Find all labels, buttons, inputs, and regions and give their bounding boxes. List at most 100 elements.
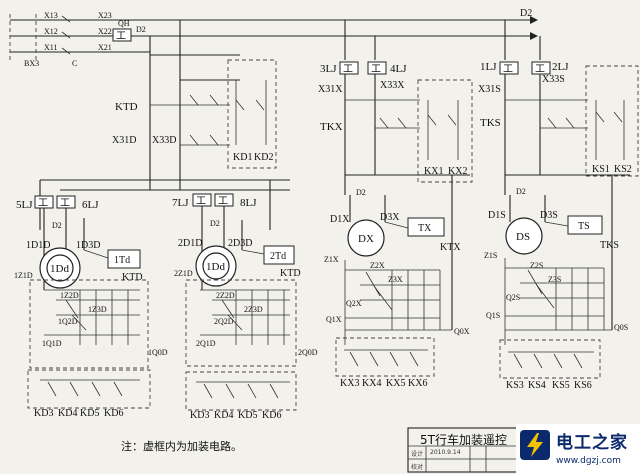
label-kx6: KX6 bbox=[408, 378, 427, 389]
label-2d1d: 2D1D bbox=[178, 238, 202, 249]
label-2q2d: 2Q2D bbox=[214, 317, 234, 326]
motor-2-circuit: 工 工 bbox=[185, 193, 297, 411]
label-d1s: D1S bbox=[488, 210, 506, 221]
label-3lj: 3LJ bbox=[320, 63, 337, 75]
label-d3x: D3X bbox=[380, 212, 400, 223]
label-x33s: X33S bbox=[542, 74, 565, 85]
label-x31s: X31S bbox=[478, 84, 501, 95]
tkx-contact-block: 工 工 bbox=[339, 61, 473, 195]
label-1td: 1Td bbox=[114, 255, 130, 266]
svg-text:工: 工 bbox=[60, 198, 70, 209]
title-block-date: 2010.9.14 bbox=[430, 449, 461, 456]
label-kd5-b: KD5 bbox=[238, 410, 257, 421]
label-ks4: KS4 bbox=[528, 380, 546, 391]
motor-ds-label: DS bbox=[516, 231, 530, 243]
motor-1-label: 1Dd bbox=[50, 263, 69, 275]
label-1z2d: 1Z2D bbox=[60, 291, 79, 300]
svg-text:工: 工 bbox=[38, 198, 48, 209]
motor-dx-label: DX bbox=[358, 233, 374, 245]
label-8lj: 8LJ bbox=[240, 197, 257, 209]
label-z2x: Z2X bbox=[370, 261, 385, 270]
label-kd5-a: KD5 bbox=[80, 408, 99, 419]
label-kx3: KX3 bbox=[340, 378, 359, 389]
label-x31x: X31X bbox=[318, 84, 343, 95]
svg-text:工: 工 bbox=[535, 64, 545, 75]
label-tks-2: TKS bbox=[600, 240, 619, 251]
label-ks3: KS3 bbox=[506, 380, 524, 391]
label-q1s: Q1S bbox=[486, 311, 500, 320]
label-x11: X11 bbox=[44, 43, 57, 52]
label-ktd: KTD bbox=[115, 101, 138, 113]
label-5lj: 5LJ bbox=[16, 199, 33, 211]
motor-2-label: 1Dd bbox=[206, 261, 225, 273]
watermark-url: www.dgzj.com bbox=[556, 456, 621, 466]
motor-dx-circuit bbox=[335, 175, 453, 377]
label-q1x: Q1X bbox=[326, 315, 342, 324]
label-kd3-a: KD3 bbox=[34, 408, 53, 419]
label-7lj: 7LJ bbox=[172, 197, 189, 209]
label-kd4-a: KD4 bbox=[58, 408, 77, 419]
label-z1x: Z1X bbox=[324, 255, 339, 264]
label-d1x: D1X bbox=[330, 214, 350, 225]
label-kx1: KX1 bbox=[424, 166, 443, 177]
label-2q1d: 2Q1D bbox=[196, 339, 216, 348]
label-1q0d: 1Q0D bbox=[148, 348, 168, 357]
svg-text:工: 工 bbox=[116, 31, 126, 42]
motor-1-circuit: 工 工 bbox=[27, 195, 151, 409]
label-2z3d: 2Z3D bbox=[244, 305, 263, 314]
label-x22: X22 bbox=[98, 27, 112, 36]
label-x13: X13 bbox=[44, 11, 58, 20]
svg-text:工: 工 bbox=[218, 196, 228, 207]
motor-ds-circuit bbox=[499, 175, 613, 379]
lightning-logo-icon bbox=[520, 430, 550, 460]
svg-text:工: 工 bbox=[371, 64, 381, 75]
label-kd6-a: KD6 bbox=[104, 408, 123, 419]
label-qh: QH bbox=[118, 19, 130, 28]
label-tx: TX bbox=[418, 223, 432, 234]
label-x23: X23 bbox=[98, 11, 112, 20]
label-6lj: 6LJ bbox=[82, 199, 99, 211]
diagram-note: 注：虚框内为加装电路。 bbox=[121, 440, 242, 453]
label-kd3-b: KD3 bbox=[190, 410, 209, 421]
label-4lj: 4LJ bbox=[390, 63, 407, 75]
label-1z1d: 1Z1D bbox=[14, 271, 33, 280]
label-ks6: KS6 bbox=[574, 380, 592, 391]
label-x31d: X31D bbox=[112, 135, 136, 146]
label-q2x: Q2X bbox=[346, 299, 362, 308]
label-2q0d: 2Q0D bbox=[298, 348, 318, 357]
label-kx4: KX4 bbox=[362, 378, 381, 389]
label-d2-top: D2 bbox=[136, 25, 146, 34]
label-kd1: KD1 bbox=[233, 152, 252, 163]
power-input-section: 工 bbox=[9, 14, 538, 60]
label-d3s: D3S bbox=[540, 210, 558, 221]
label-1q2d: 1Q2D bbox=[58, 317, 78, 326]
label-kx5: KX5 bbox=[386, 378, 405, 389]
label-1lj: 1LJ bbox=[480, 61, 497, 73]
label-1q1d: 1Q1D bbox=[42, 339, 62, 348]
label-1z3d: 1Z3D bbox=[88, 305, 107, 314]
label-d2-m1: D2 bbox=[52, 221, 62, 230]
label-d2-bus: D2 bbox=[520, 8, 532, 19]
label-1d3d: 1D3D bbox=[76, 240, 100, 251]
label-z3x: Z3X bbox=[388, 275, 403, 284]
label-bx3: BX3 bbox=[24, 59, 39, 68]
label-1d1d: 1D1D bbox=[26, 240, 50, 251]
label-kd2: KD2 bbox=[254, 152, 273, 163]
label-q0s: Q0S bbox=[614, 323, 628, 332]
ktd-contact-block bbox=[150, 59, 277, 169]
label-2td: 2Td bbox=[270, 251, 286, 262]
label-d2-ds: D2 bbox=[516, 187, 526, 196]
label-z2s: Z2S bbox=[530, 261, 543, 270]
svg-text:工: 工 bbox=[196, 196, 206, 207]
label-kd4-b: KD4 bbox=[214, 410, 233, 421]
title-block-row1: 设计 bbox=[411, 451, 424, 458]
label-q2s: Q2S bbox=[506, 293, 520, 302]
label-d2-dx: D2 bbox=[356, 188, 366, 197]
label-ks1: KS1 bbox=[592, 164, 610, 175]
label-ks2: KS2 bbox=[614, 164, 632, 175]
label-2z1d: 2Z1D bbox=[174, 269, 193, 278]
label-tks: TKS bbox=[480, 117, 501, 129]
watermark-name: 电工之家 bbox=[556, 433, 628, 453]
label-z1s: Z1S bbox=[484, 251, 497, 260]
